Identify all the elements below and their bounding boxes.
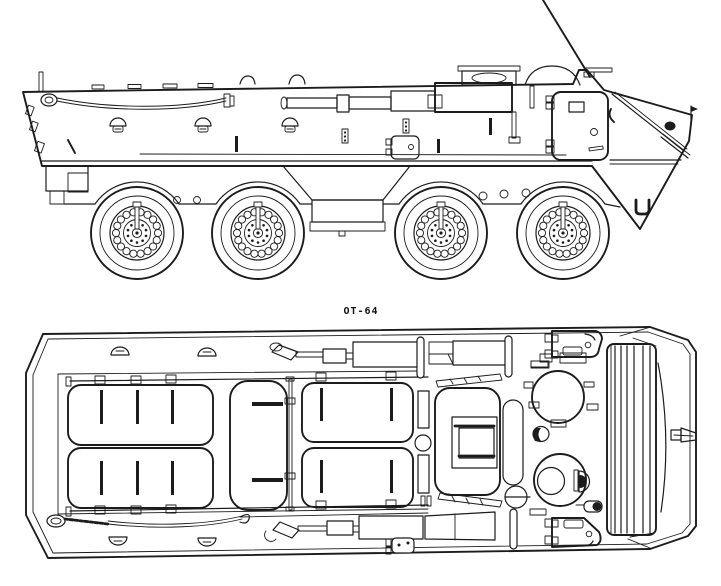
trim-vane xyxy=(606,326,657,549)
engine-side-fittings xyxy=(414,390,432,507)
bow-fitting-dark xyxy=(575,500,603,513)
round-hatch-lower xyxy=(533,453,591,507)
tread-strips xyxy=(435,373,503,508)
plan-view xyxy=(25,326,697,559)
bow-tip-flag xyxy=(691,106,698,112)
lifting-cap-1 xyxy=(109,117,127,133)
rear-plate-latches xyxy=(25,104,45,154)
road-wheel-1 xyxy=(90,186,184,280)
tow-cable-side xyxy=(40,93,235,110)
stowed-gun-bottom-strip xyxy=(264,508,518,555)
cable-run-bottom xyxy=(65,499,429,517)
rear-mast xyxy=(38,71,44,93)
side-view xyxy=(22,0,698,280)
bow-cleat xyxy=(670,427,697,443)
rear-step xyxy=(25,71,89,205)
engine-hatch xyxy=(434,387,501,496)
machine-gun-mount xyxy=(280,65,535,144)
door-handle xyxy=(590,128,598,136)
vehicle-label: OT-64 xyxy=(343,306,378,317)
central-hatch xyxy=(229,380,288,511)
hull-side-details xyxy=(67,118,492,160)
lifting-cap-2 xyxy=(194,117,212,133)
driver-dome xyxy=(524,65,581,86)
mid-roof-hatches xyxy=(301,382,414,508)
grab-handle xyxy=(608,108,615,123)
vision-port xyxy=(568,101,585,113)
filler-cap-small xyxy=(504,485,531,509)
tow-hook-u xyxy=(634,198,651,216)
cable-run-top xyxy=(65,371,429,387)
rear-tick xyxy=(67,139,76,154)
road-wheel-4 xyxy=(516,186,610,280)
crew-door xyxy=(545,91,609,161)
stowed-gun-top-strip xyxy=(269,335,587,379)
bow-deck-curve xyxy=(657,362,667,513)
rear-roof-hatches xyxy=(67,384,214,509)
co-driver-hatch xyxy=(530,330,603,368)
turret-ring xyxy=(523,360,599,443)
louvre-2 xyxy=(402,118,410,134)
headlight xyxy=(664,121,676,131)
road-wheel-2 xyxy=(211,186,305,280)
driver-hatch xyxy=(529,508,602,548)
road-wheel-3 xyxy=(394,186,488,280)
wiper-post xyxy=(529,85,535,109)
periscope-dark xyxy=(532,425,550,443)
periscope-bump-2 xyxy=(288,74,306,85)
small-side-door xyxy=(385,135,420,160)
louvre-1 xyxy=(341,128,349,144)
mid-hull-step xyxy=(282,165,411,237)
lifting-cap-3 xyxy=(281,117,299,133)
periscope-bump-1 xyxy=(239,75,256,85)
plan-lifting-caps xyxy=(108,346,217,547)
slim-hatch xyxy=(502,399,524,486)
bow-detail xyxy=(634,105,698,216)
tow-cable-plan xyxy=(46,513,250,528)
antenna xyxy=(542,0,613,78)
hull-side xyxy=(22,69,693,230)
roof-fittings xyxy=(91,74,306,133)
chassis-bottom xyxy=(63,181,621,208)
hull-outline-plan xyxy=(25,326,697,559)
road-wheels xyxy=(90,186,610,280)
rear-hatch-right-side xyxy=(67,384,214,446)
rear-hatch-left-side xyxy=(67,447,214,509)
sight-pedestal xyxy=(457,65,521,72)
windshield-area xyxy=(608,91,691,159)
